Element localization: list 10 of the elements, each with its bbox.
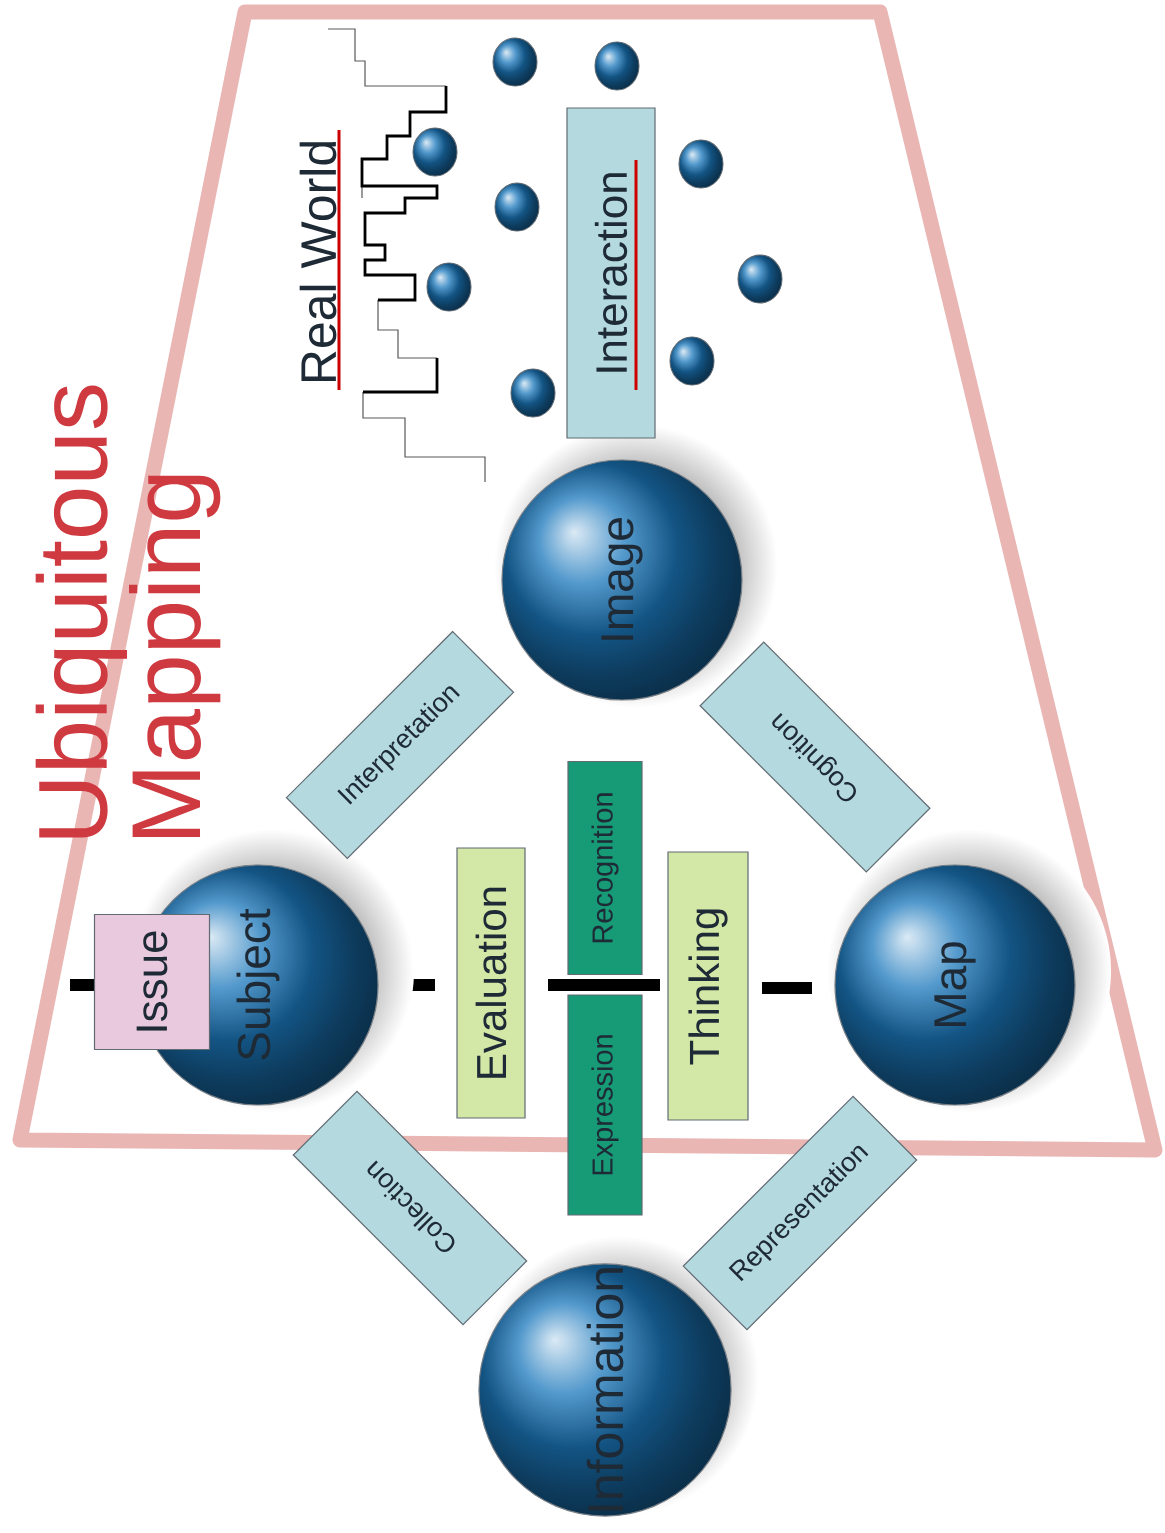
title: Ubiquitous Mapping: [35, 385, 221, 838]
label-box: Thinking: [667, 851, 749, 1121]
label-box: Issue: [93, 913, 211, 1051]
sphere: Image: [501, 459, 743, 701]
sphere: Map: [834, 864, 1076, 1106]
label-box: Evaluation: [456, 847, 526, 1119]
label-box: Expression: [567, 994, 643, 1216]
label-box: Recognition: [567, 760, 643, 976]
underlined-label: Real World: [299, 130, 341, 390]
label-box: Interaction: [566, 107, 656, 439]
